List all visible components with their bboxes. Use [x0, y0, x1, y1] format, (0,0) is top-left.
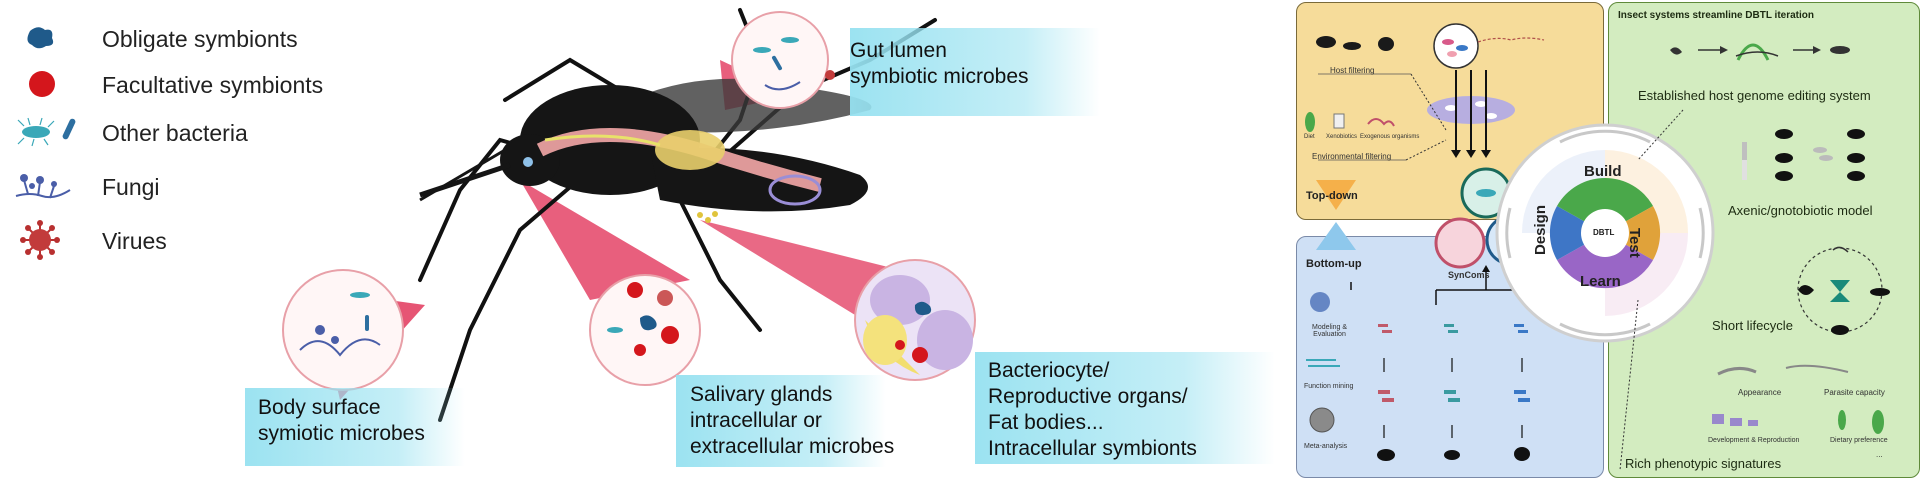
- salivary-label: Salivary glands intracellular or extrace…: [690, 382, 894, 460]
- xenobiotics-label: Xenobiotics: [1326, 134, 1358, 140]
- design-label: Design: [1532, 204, 1549, 255]
- axenic-label: Axenic/gnotobiotic model: [1728, 203, 1873, 218]
- dietary-label: Dietary preference: [1830, 437, 1888, 444]
- filter-arrows: [1455, 70, 1487, 150]
- phenotype-icons: [1712, 364, 1884, 434]
- legend-label: Obligate symbionts: [102, 26, 298, 52]
- syncoms-label: SynComs: [1448, 270, 1490, 280]
- mosquito-body: [419, 85, 868, 223]
- fungi-icon: [15, 174, 71, 199]
- top-down-graphics: [1305, 23, 1545, 461]
- appearance-label: Appearance: [1738, 388, 1782, 397]
- label-line: extracellular microbes: [690, 435, 895, 458]
- exogenous-label: Exogenous organisms: [1360, 134, 1420, 140]
- learn-label: Learn: [1580, 273, 1621, 290]
- legend-row-bacteria: Other bacteria: [10, 112, 248, 152]
- short-lifecycle-label: Short lifecycle: [1712, 318, 1793, 333]
- bottom-up-label: Bottom-up: [1306, 258, 1362, 270]
- dbtl-wheel: [1495, 123, 1715, 343]
- insect-panel-title: Insect systems streamline DBTL iteration: [1618, 10, 1814, 21]
- mosquito-illustration: [282, 8, 976, 422]
- body-surface-band: [245, 388, 465, 466]
- bacteria-icon: [17, 117, 76, 147]
- development-label: Development & Reproduction: [1708, 437, 1800, 444]
- host-filtering-label: Host filtering: [1330, 66, 1375, 75]
- design-quadrant: [1549, 206, 1605, 260]
- genome-editing-icons: [1670, 43, 1850, 61]
- label-line: Modeling &: [1312, 324, 1348, 331]
- meta-analysis-label: Meta-analysis: [1304, 443, 1348, 450]
- callout-gut: [731, 11, 835, 109]
- lifecycle-cycle: [1797, 246, 1890, 335]
- bottom-up-funnel-icon: [1316, 222, 1356, 250]
- label-line: symiotic microbes: [258, 422, 425, 445]
- label-line: symbiotic microbes: [850, 65, 1029, 88]
- bacteriocyte-band: [975, 352, 1275, 464]
- diet-label: Diet: [1304, 134, 1315, 140]
- top-down-funnel-icon: [1316, 180, 1356, 210]
- bacteriocyte-label: Bacteriocyte/ Reproductive organs/ Fat b…: [988, 358, 1197, 462]
- dbtl-center-label: DBTL: [1593, 228, 1615, 237]
- body-surface-label: Body surface symiotic microbes: [258, 395, 425, 447]
- modeling-label: Modeling & Evaluation: [1312, 324, 1347, 338]
- label-line: Evaluation: [1313, 331, 1346, 338]
- parasite-capacity-label: Parasite capacity: [1824, 388, 1885, 397]
- bottom-up-icons: [1306, 292, 1530, 461]
- learn-quadrant: [1557, 233, 1653, 289]
- label-line: Intracellular symbionts: [988, 437, 1197, 460]
- label-line: Salivary glands: [690, 383, 833, 406]
- callout-salivary: [589, 274, 701, 386]
- label-line: Fat bodies...: [988, 411, 1104, 434]
- callout-bacteriocyte: [854, 259, 976, 381]
- legend-row-fungi: Fungi: [10, 166, 160, 206]
- callout-body-surface: [282, 269, 404, 391]
- microbiome-sample-icon: [1433, 23, 1479, 69]
- test-quadrant: [1605, 206, 1661, 260]
- legend-row-obligate: Obligate symbionts: [10, 18, 298, 58]
- syncom-circle: [1434, 217, 1486, 269]
- build-label: Build: [1584, 163, 1622, 180]
- virus-icon: [20, 220, 60, 260]
- label-line: intracellular or: [690, 409, 822, 432]
- environment-icons: [1305, 112, 1395, 132]
- ellipsis-label: ...: [1876, 450, 1883, 459]
- legend-label: Virues: [102, 228, 167, 254]
- label-line: Bacteriocyte/: [988, 359, 1110, 382]
- gut-lumen-label: Gut lumen symbiotic microbes: [850, 38, 1029, 90]
- rich-phenotypic-label: Rich phenotypic signatures: [1625, 456, 1782, 471]
- label-line: Body surface: [258, 396, 381, 419]
- top-down-label: Top-down: [1306, 190, 1358, 202]
- host-insects-icon: [1316, 36, 1394, 51]
- legend-label: Fungi: [102, 174, 160, 200]
- genome-editing-label: Established host genome editing system: [1638, 88, 1871, 103]
- legend-row-virus: Virues: [10, 220, 167, 260]
- legend-row-facultative: Facultative symbionts: [10, 64, 323, 104]
- function-mining-label: Function mining: [1304, 383, 1354, 390]
- label-line: Gut lumen: [850, 39, 947, 62]
- legend-label: Other bacteria: [102, 120, 248, 146]
- salivary-band: [676, 375, 886, 467]
- environmental-filtering-label: Environmental filtering: [1312, 152, 1392, 161]
- axenic-icons: [1742, 129, 1865, 181]
- label-line: Reproductive organs/: [988, 385, 1188, 408]
- legend-label: Facultative symbionts: [102, 72, 324, 98]
- facultative-symbiont-icon: [29, 71, 55, 97]
- gut-label-band: [850, 28, 1100, 116]
- insect-systems-graphics: [1619, 43, 1890, 471]
- obligate-symbiont-icon: [27, 27, 54, 49]
